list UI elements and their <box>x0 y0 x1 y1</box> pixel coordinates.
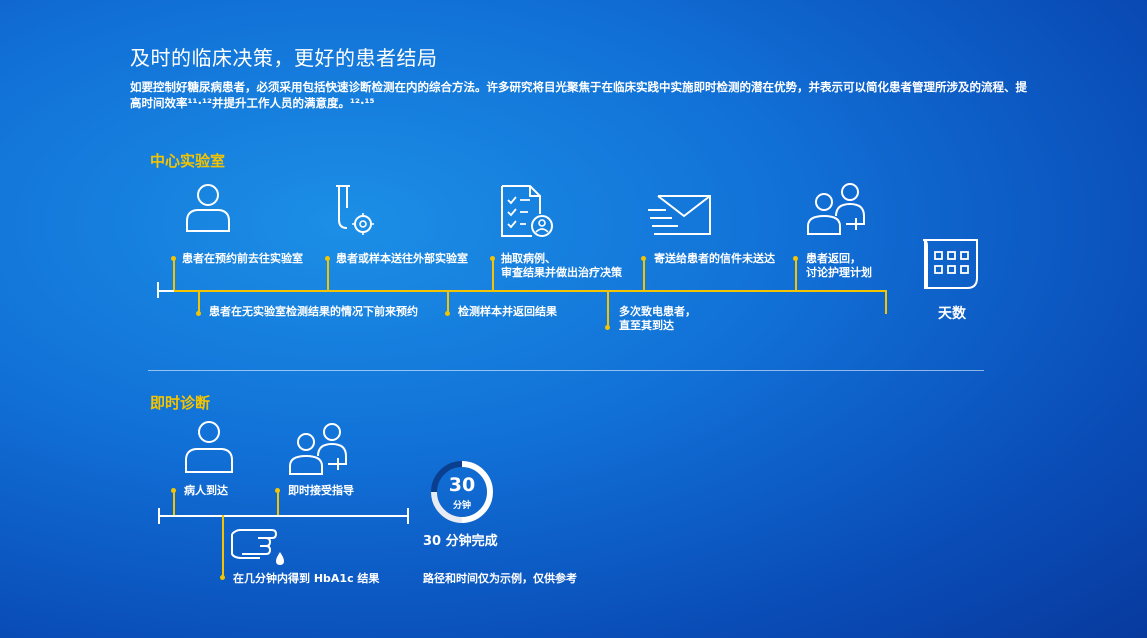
connector <box>173 490 175 515</box>
hand-drop-icon <box>231 529 284 565</box>
step-hba1c-result: 在几分钟内得到 HbA1c 结果 <box>233 572 380 585</box>
intro-text: 如要控制好糖尿病患者，必须采用包括快速诊断检测在内的综合方法。许多研究将目光聚焦… <box>130 80 1027 110</box>
step-review-results: 抽取病例、 审查结果并做出治疗决策 <box>501 252 622 279</box>
connector-dot <box>196 311 201 316</box>
clock-number: 30 <box>448 474 476 496</box>
person-icon <box>185 421 233 473</box>
connector <box>198 290 200 314</box>
consultation-icon <box>289 423 347 475</box>
example-note: 路径和时间仅为示例，仅供参考 <box>423 572 577 585</box>
person-icon <box>186 184 230 232</box>
connector-dot <box>325 256 330 261</box>
poc-timeline-end-tick <box>407 508 409 524</box>
central-lab-label: 中心实验室 <box>150 152 226 170</box>
step-appointment-no-results: 患者在无实验室检测结果的情况下前来预约 <box>209 305 418 318</box>
connector <box>607 290 609 328</box>
page-title: 及时的临床决策，更好的患者结局 <box>130 46 438 70</box>
step-test-sample: 检测样本并返回结果 <box>458 305 557 318</box>
timeline-end-tick <box>885 290 887 314</box>
connector-dot <box>793 256 798 261</box>
poc-duration: 30 分钟完成 <box>423 534 498 549</box>
connector <box>795 258 797 290</box>
connector-dot <box>171 256 176 261</box>
timeline-start-tick <box>157 282 159 298</box>
connector-dot <box>641 256 646 261</box>
step-call-patient: 多次致电患者， 直至其到达 <box>619 305 696 332</box>
connector <box>222 515 224 577</box>
connector <box>173 258 175 290</box>
step-lab-visit: 患者在预约前去往实验室 <box>182 252 303 265</box>
connector <box>277 490 279 515</box>
connector-dot <box>220 575 225 580</box>
clock-icon <box>431 461 493 523</box>
poc-label: 即时诊断 <box>150 394 211 412</box>
connector <box>492 258 494 290</box>
consultation-icon <box>807 183 865 235</box>
step-patient-returns: 患者返回， 讨论护理计划 <box>806 252 872 279</box>
connector-dot <box>275 488 280 493</box>
poc-timeline <box>158 515 408 517</box>
test-tube-icon <box>336 185 374 235</box>
step-instant-guidance: 即时接受指导 <box>288 484 354 497</box>
step-patient-arrives: 病人到达 <box>184 484 228 497</box>
section-divider <box>148 370 984 371</box>
connector-dot <box>171 488 176 493</box>
connector <box>643 258 645 290</box>
central-lab-timeline <box>174 290 886 292</box>
calendar-icon <box>922 239 978 289</box>
clock-unit: 分钟 <box>452 501 471 511</box>
envelope-icon <box>648 195 711 235</box>
connector <box>447 290 449 314</box>
connector-dot <box>490 256 495 261</box>
timeline-start <box>158 290 174 292</box>
central-lab-duration: 天数 <box>938 306 966 322</box>
step-letter-undelivered: 寄送给患者的信件未送达 <box>654 252 775 265</box>
connector <box>327 258 329 290</box>
checklist-icon <box>501 185 553 237</box>
connector-dot <box>605 325 610 330</box>
connector-dot <box>445 311 450 316</box>
step-external-lab: 患者或样本送往外部实验室 <box>336 252 468 265</box>
